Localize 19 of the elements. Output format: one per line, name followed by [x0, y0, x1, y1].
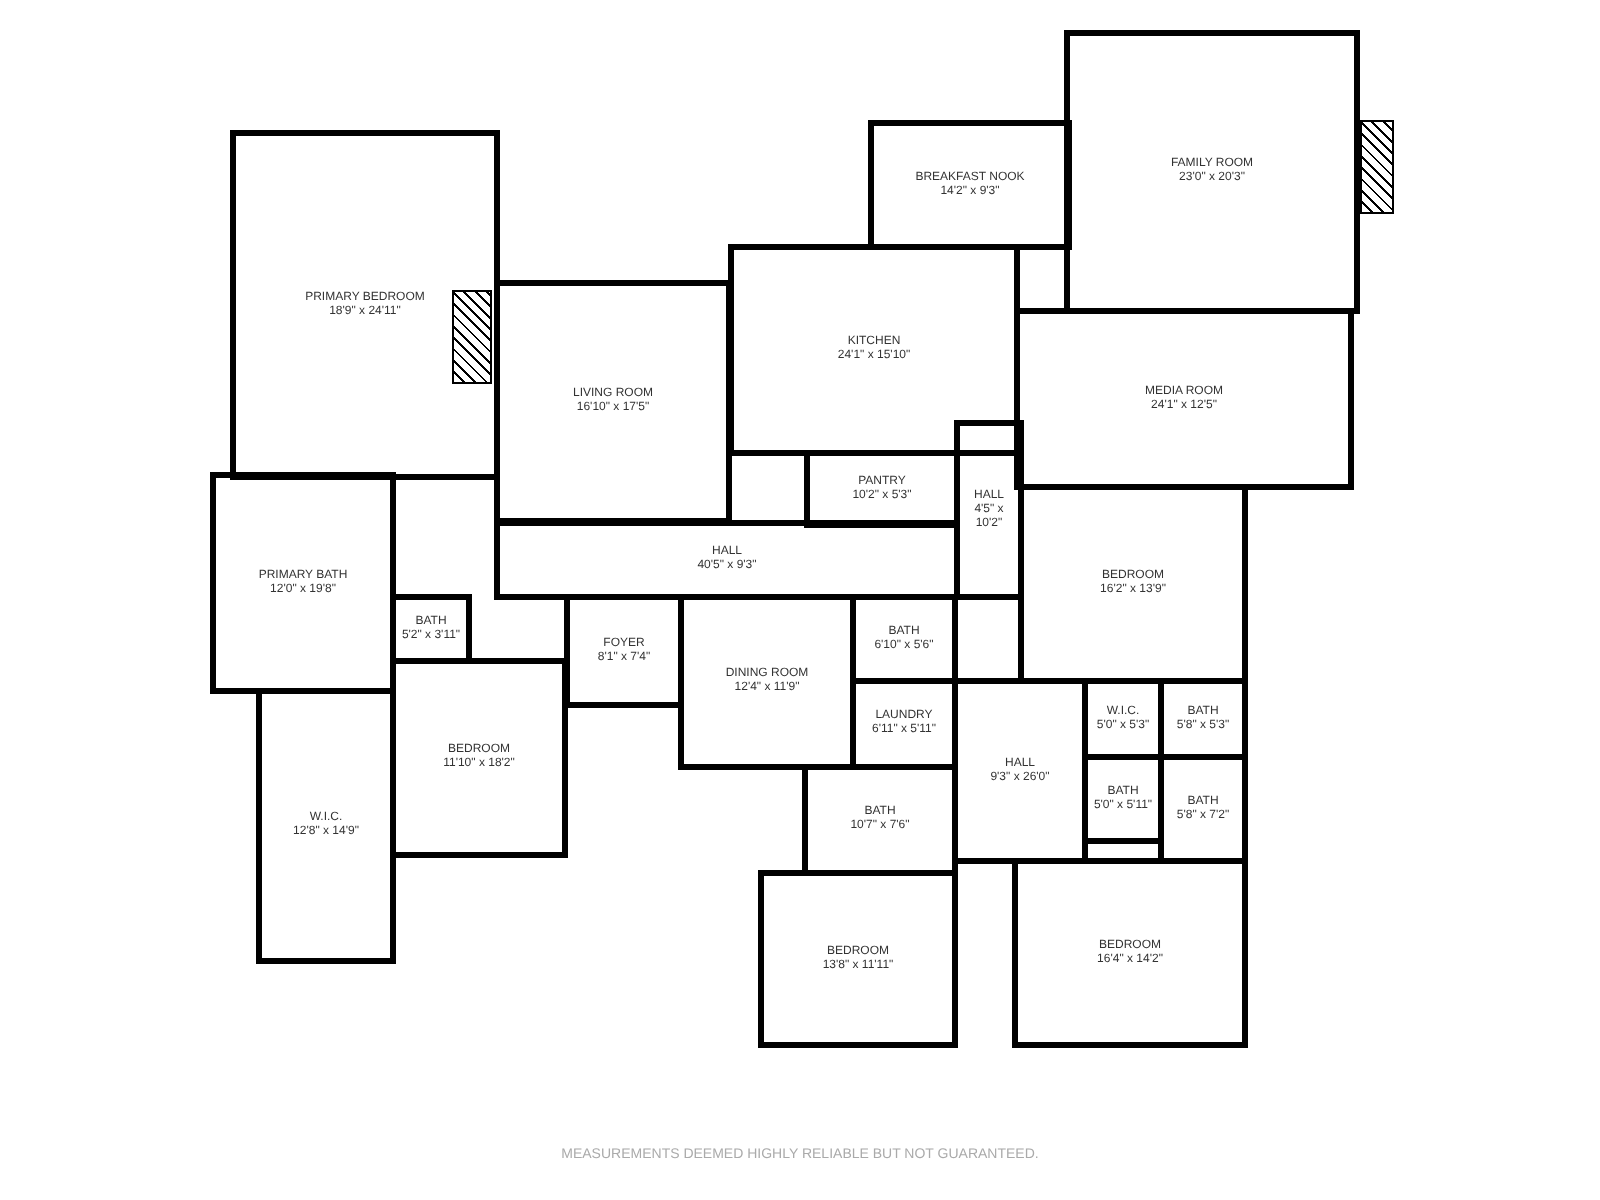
room — [1012, 858, 1248, 1048]
room — [494, 280, 732, 524]
room — [256, 688, 396, 964]
room — [802, 764, 958, 876]
room — [1014, 308, 1354, 490]
room — [210, 472, 396, 694]
room — [564, 594, 684, 708]
room — [1064, 30, 1360, 314]
room — [390, 658, 568, 858]
room — [804, 450, 960, 528]
room — [1158, 754, 1248, 864]
room — [758, 870, 958, 1048]
room — [1018, 484, 1248, 684]
room — [952, 678, 1088, 864]
room — [954, 420, 1024, 600]
room — [494, 520, 960, 600]
room — [868, 120, 1072, 250]
room — [728, 244, 1020, 456]
room — [390, 594, 472, 664]
